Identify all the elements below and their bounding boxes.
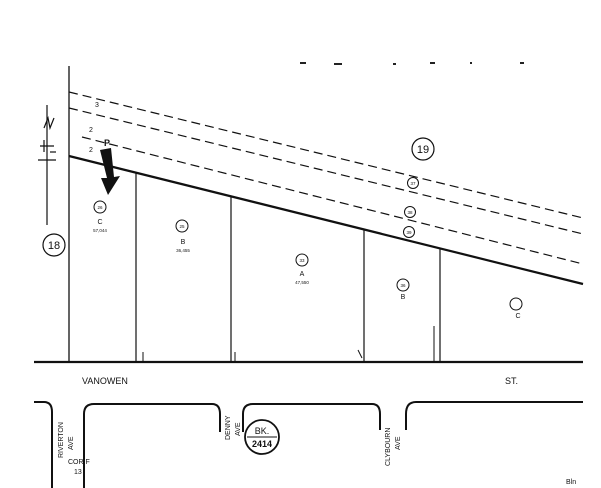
parcel-26: 26 C 57,044 <box>93 200 107 233</box>
subject-arrow: P <box>100 138 120 195</box>
street-ticks <box>142 326 435 362</box>
svg-text:AVE: AVE <box>68 436 75 450</box>
parcel-letter: A <box>300 271 305 278</box>
riverton-label: RIVERTON <box>58 422 65 458</box>
clybourn-label: CLYBOURN <box>385 428 392 466</box>
book-prefix: BK. <box>255 426 270 436</box>
book-number: 2414 <box>252 439 272 449</box>
strip-number-top: 3 <box>95 102 99 109</box>
parcel-36: 36 B <box>396 278 410 301</box>
street-name-vanowen: VANOWEN <box>82 376 128 386</box>
right-of-way-strip <box>68 91 584 265</box>
svg-text:CLYBOURN: CLYBOURN <box>385 428 392 466</box>
parcel-right: C <box>509 297 523 320</box>
riverton-suffix: AVE <box>68 436 75 450</box>
parcel-marker-top: 19 <box>411 137 435 161</box>
parcel-33: 33 A 47,550 <box>295 253 309 285</box>
down-arrow-icon <box>100 148 120 195</box>
parcel-number: 36 <box>400 283 406 288</box>
svg-text:RIVERTON: RIVERTON <box>58 422 65 458</box>
strip-parcel-number: 39 <box>406 230 412 235</box>
strip-number-low: 2 <box>89 147 93 154</box>
parcel-25: 25 B 36,455 <box>175 219 190 253</box>
corner-code: COR.F <box>68 459 90 466</box>
strip-parcel-number: 37 <box>410 181 416 186</box>
lot-lines <box>135 172 441 362</box>
parcel-number: 33 <box>299 258 305 263</box>
book-marker: BK. 2414 <box>244 419 280 455</box>
parcel-letter: C <box>515 313 520 320</box>
corner-number: 13 <box>74 469 82 476</box>
parcel-letter: B <box>401 294 406 301</box>
svg-text:AVE: AVE <box>395 436 402 450</box>
parcel-area: 57,044 <box>93 228 107 233</box>
parcel-letter: C <box>97 219 102 226</box>
adjacent-parcel-left-number: 18 <box>48 240 60 252</box>
parcel-number: 25 <box>179 224 185 229</box>
side-streets <box>34 401 583 488</box>
arrow-letter: P <box>104 138 110 148</box>
front-boundary <box>68 154 584 286</box>
svg-text:DENNY: DENNY <box>225 415 232 440</box>
denny-label: DENNY <box>225 415 232 440</box>
north-arrow <box>38 105 56 225</box>
street-suffix-st: ST. <box>505 376 518 386</box>
parcel-marker-left: 18 <box>42 233 66 257</box>
strip-number-bottom: 2 <box>89 127 93 134</box>
top-speckles <box>300 62 524 65</box>
parcel-number: 26 <box>97 205 103 210</box>
strip-parcel-number: 38 <box>407 210 413 215</box>
corner-mark: Bln <box>566 479 576 486</box>
strip-parcels: 37 38 39 <box>403 177 419 238</box>
parcel-letter: B <box>181 239 186 246</box>
parcel-area: 36,455 <box>176 248 190 253</box>
parcel-area: 47,550 <box>295 280 309 285</box>
svg-text:AVE: AVE <box>235 422 242 436</box>
adjacent-parcel-top-number: 19 <box>417 144 429 156</box>
denny-suffix: AVE <box>235 422 242 436</box>
clybourn-suffix: AVE <box>395 436 402 450</box>
